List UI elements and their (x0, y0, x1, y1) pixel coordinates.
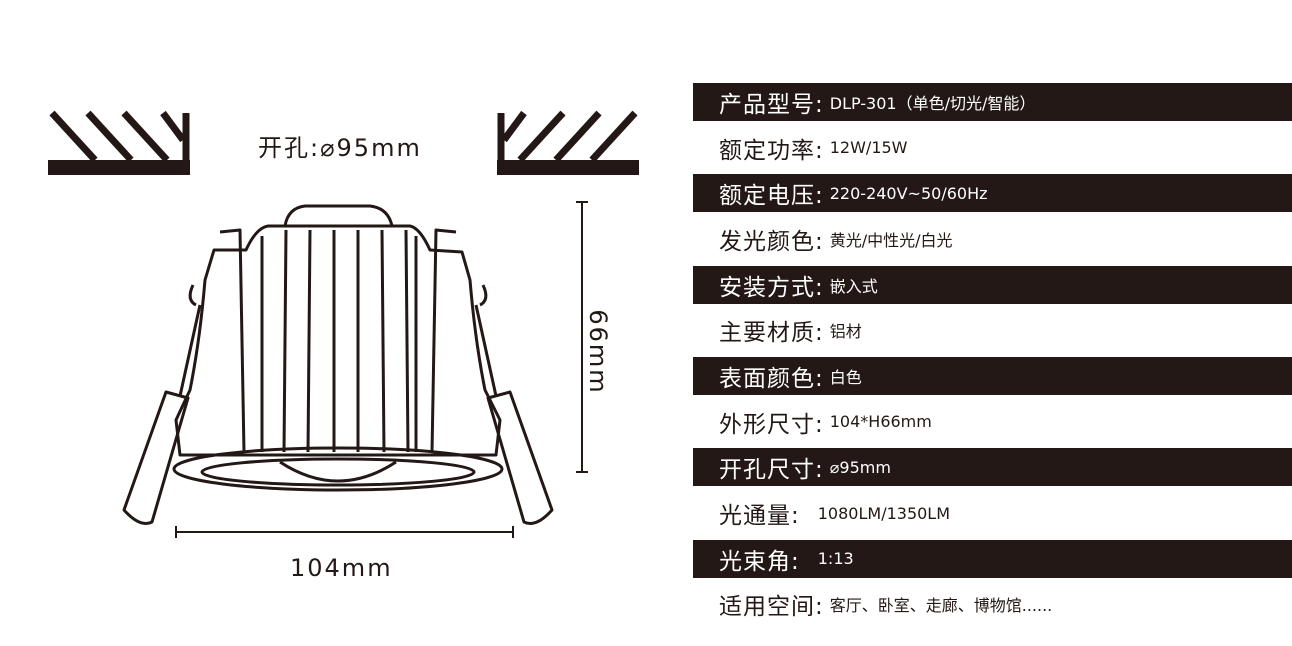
spec-table: 产品型号: DLP-301（单色/切光/智能） 额定功率: 12W/15W 额定… (693, 79, 1292, 628)
spec-row-model: 产品型号: DLP-301（单色/切光/智能） (693, 82, 1292, 121)
spec-value: 铝材 (829, 322, 862, 342)
spec-row-surface-color: 表面颜色: 白色 (693, 356, 1292, 395)
width-dimension-label: 104mm (290, 554, 393, 582)
lamp-body-outline (122, 204, 554, 525)
spec-value: 黄光/中性光/白光 (829, 230, 953, 250)
spec-key: 产品型号: (719, 91, 824, 118)
spec-key: 外形尺寸: (719, 411, 824, 438)
spec-value: ⌀95mm (829, 457, 891, 477)
spec-row-material: 主要材质: 铝材 (693, 307, 1292, 354)
spec-key: 表面颜色: (719, 365, 824, 392)
spec-key: 安装方式: (719, 274, 824, 301)
spec-row-voltage: 额定电压: 220-240V~50/60Hz (693, 174, 1292, 213)
spec-value: 嵌入式 (829, 276, 878, 296)
height-dimension-label: 66mm (584, 309, 612, 395)
ceiling-left-icon (48, 110, 190, 175)
spec-key: 光束角: (719, 548, 800, 575)
ceiling-right-icon (497, 110, 639, 175)
spec-key: 开孔尺寸: (719, 457, 824, 484)
spec-row-light-color: 发光颜色: 黄光/中性光/白光 (693, 216, 1292, 262)
spec-row-luminous-flux: 光通量: 1080LM/1350LM (693, 490, 1292, 536)
spec-key: 额定功率: (719, 137, 824, 164)
spec-value: 1:13 (817, 549, 854, 569)
spec-key: 适用空间: (719, 594, 824, 621)
spec-row-dimensions: 外形尺寸: 104*H66mm (693, 398, 1292, 445)
downlight-outline-drawing (48, 110, 639, 538)
spec-value: 白色 (829, 367, 862, 387)
spec-row-application: 适用空间: 客厅、卧室、走廊、博物馆...... (693, 581, 1292, 628)
width-dimension-line (175, 526, 514, 538)
spec-key: 光通量: (719, 503, 800, 530)
spec-value: 12W/15W (829, 138, 908, 158)
product-drawing: 开孔:⌀95mm 104mm 66mm (48, 110, 639, 582)
spec-key: 主要材质: (719, 320, 824, 347)
spec-key: 额定电压: (719, 183, 824, 210)
cutout-size-label: 开孔:⌀95mm (258, 134, 422, 162)
spec-row-cutout: 开孔尺寸: ⌀95mm (693, 448, 1292, 487)
spec-row-beam-angle: 光束角: 1:13 (693, 539, 1292, 578)
spec-key: 发光颜色: (719, 228, 824, 255)
spec-row-installation: 安装方式: 嵌入式 (693, 265, 1292, 304)
spec-row-power: 额定功率: 12W/15W (693, 124, 1292, 171)
spec-value: 104*H66mm (829, 412, 932, 432)
height-dimension-line (576, 201, 588, 473)
spec-value: DLP-301（单色/切光/智能） (829, 93, 1036, 113)
spec-value: 1080LM/1350LM (817, 503, 951, 523)
spec-value: 220-240V~50/60Hz (829, 183, 988, 203)
spec-value: 客厅、卧室、走廊、博物馆...... (829, 596, 1053, 616)
